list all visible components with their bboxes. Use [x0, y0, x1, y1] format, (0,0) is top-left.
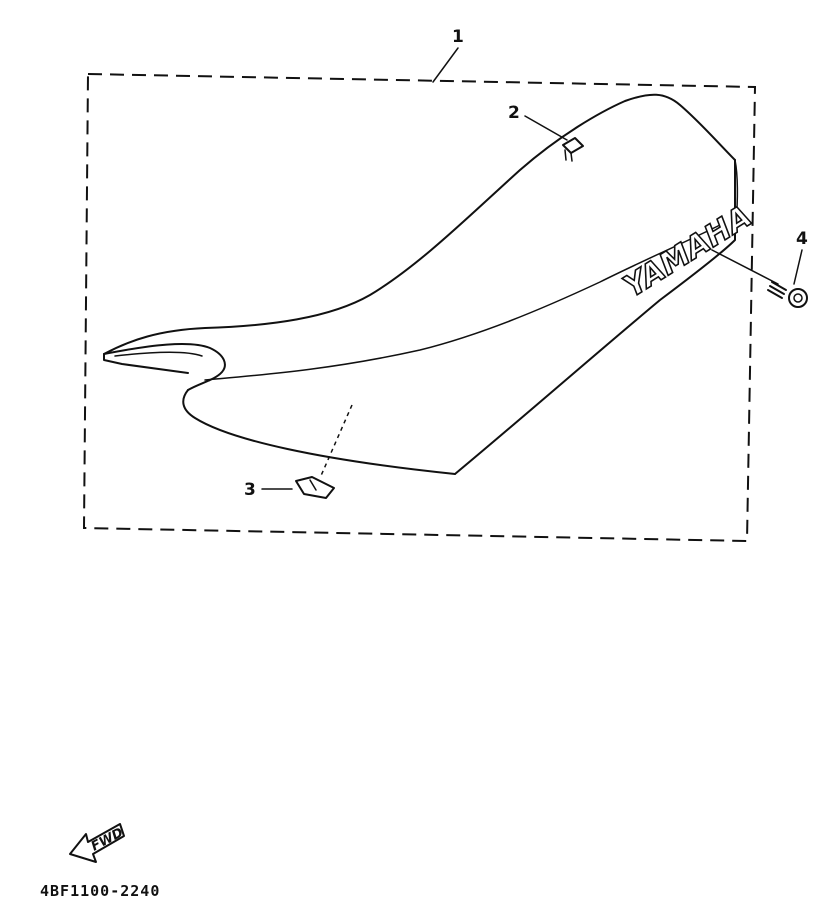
callout-4-leader	[793, 249, 803, 285]
bolt-icon	[767, 281, 808, 308]
assembly-boundary	[82, 72, 757, 543]
fwd-label: FWD	[89, 825, 126, 854]
callout-3-dashed-guide	[319, 404, 353, 479]
diagram-number: 4BF1100-2240	[40, 882, 160, 900]
callout-3-label: 3	[244, 480, 256, 500]
callout-2-label: 2	[508, 103, 520, 123]
seat-bottom-outline	[103, 353, 189, 374]
seat-side-bottom	[454, 159, 736, 475]
seat-rear-inner	[114, 351, 203, 357]
seat-rear-cutout	[103, 342, 226, 391]
callout-4-label: 4	[796, 229, 808, 249]
seat-side-front	[182, 389, 456, 475]
damper-icon	[295, 476, 335, 499]
callout-1-label: 1	[452, 27, 464, 47]
clip-icon	[562, 137, 584, 162]
bolt-guide-line	[711, 249, 779, 285]
callout-2-leader	[524, 115, 568, 141]
fwd-arrow-icon	[69, 823, 125, 863]
callout-1-leader	[432, 47, 459, 83]
seat-brand-lettering: YAMAHA	[618, 199, 758, 305]
seat-side-crease	[204, 224, 721, 381]
seat-top-outline	[103, 93, 736, 355]
seat-nose	[734, 159, 739, 223]
